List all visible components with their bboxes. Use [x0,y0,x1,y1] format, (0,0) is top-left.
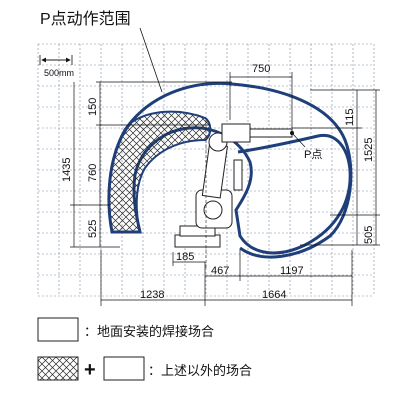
title-leader-line [139,27,163,93]
dim-right-upper: 115 [344,108,356,126]
dim-right-mid: 1525 [363,138,375,162]
dim-front-reach: 1197 [280,265,304,277]
dimension-lines [70,72,380,306]
dim-left-lower: 525 [87,220,99,238]
diagram-title: P点动作范围 [40,10,131,28]
dim-rear-reach: 1238 [140,289,164,301]
legend-swatch-hatched [37,356,79,381]
p-point-leader [291,132,306,148]
dim-front-offset: 467 [211,265,229,277]
legend-swatch-plain [37,317,79,342]
legend-item2-text: ：上述以外的场合 [148,363,252,378]
hatched-region [108,110,212,233]
dim-left-total: 1435 [61,158,73,182]
p-point-label: P点 [304,148,322,161]
legend-plus-sign: + [84,359,96,381]
legend-item1-text: ：地面安装的焊接场合 [84,324,214,339]
dim-left-upper: 150 [87,98,99,116]
dim-right-lower: 505 [363,226,375,244]
dim-top-reach: 750 [252,63,270,75]
dim-base-offset: 185 [176,251,194,263]
dim-left-mid: 760 [87,164,99,182]
scale-label: 500mm [44,68,74,78]
robot-arm [174,123,293,248]
scale-indicator [39,55,73,65]
legend-swatch-plain-2 [103,356,145,381]
dim-total-reach: 1664 [262,289,286,301]
